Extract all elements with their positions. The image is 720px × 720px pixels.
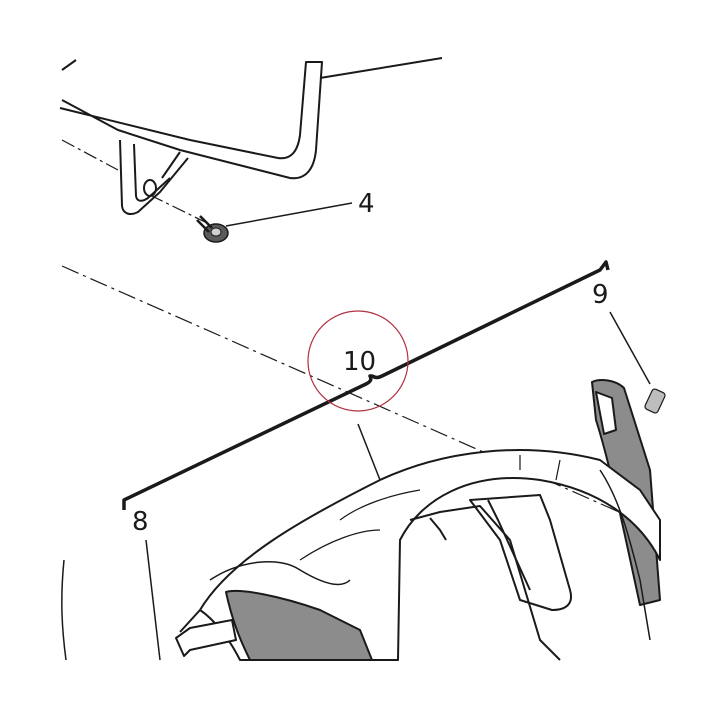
callout-label-10: 10: [343, 347, 376, 377]
screw-part-4: [196, 215, 229, 243]
upper-centerline: [61, 139, 206, 223]
housing-assembly: [175, 379, 661, 661]
leader-part-8: [145, 539, 161, 661]
main-centerline: [61, 265, 661, 531]
highlight-circle: [307, 310, 409, 412]
group-bracket-10: [122, 260, 610, 510]
callout-label-4: 4: [358, 189, 375, 219]
leader-part-4: [225, 202, 353, 227]
upper-panel: [59, 57, 443, 215]
left-edge-curve: [61, 559, 67, 661]
callout-label-9: 9: [592, 280, 609, 310]
fastener-part-9: [644, 388, 666, 414]
callout-label-8: 8: [132, 507, 149, 537]
leader-part-9: [609, 311, 651, 385]
leader-part-10: [357, 423, 381, 481]
